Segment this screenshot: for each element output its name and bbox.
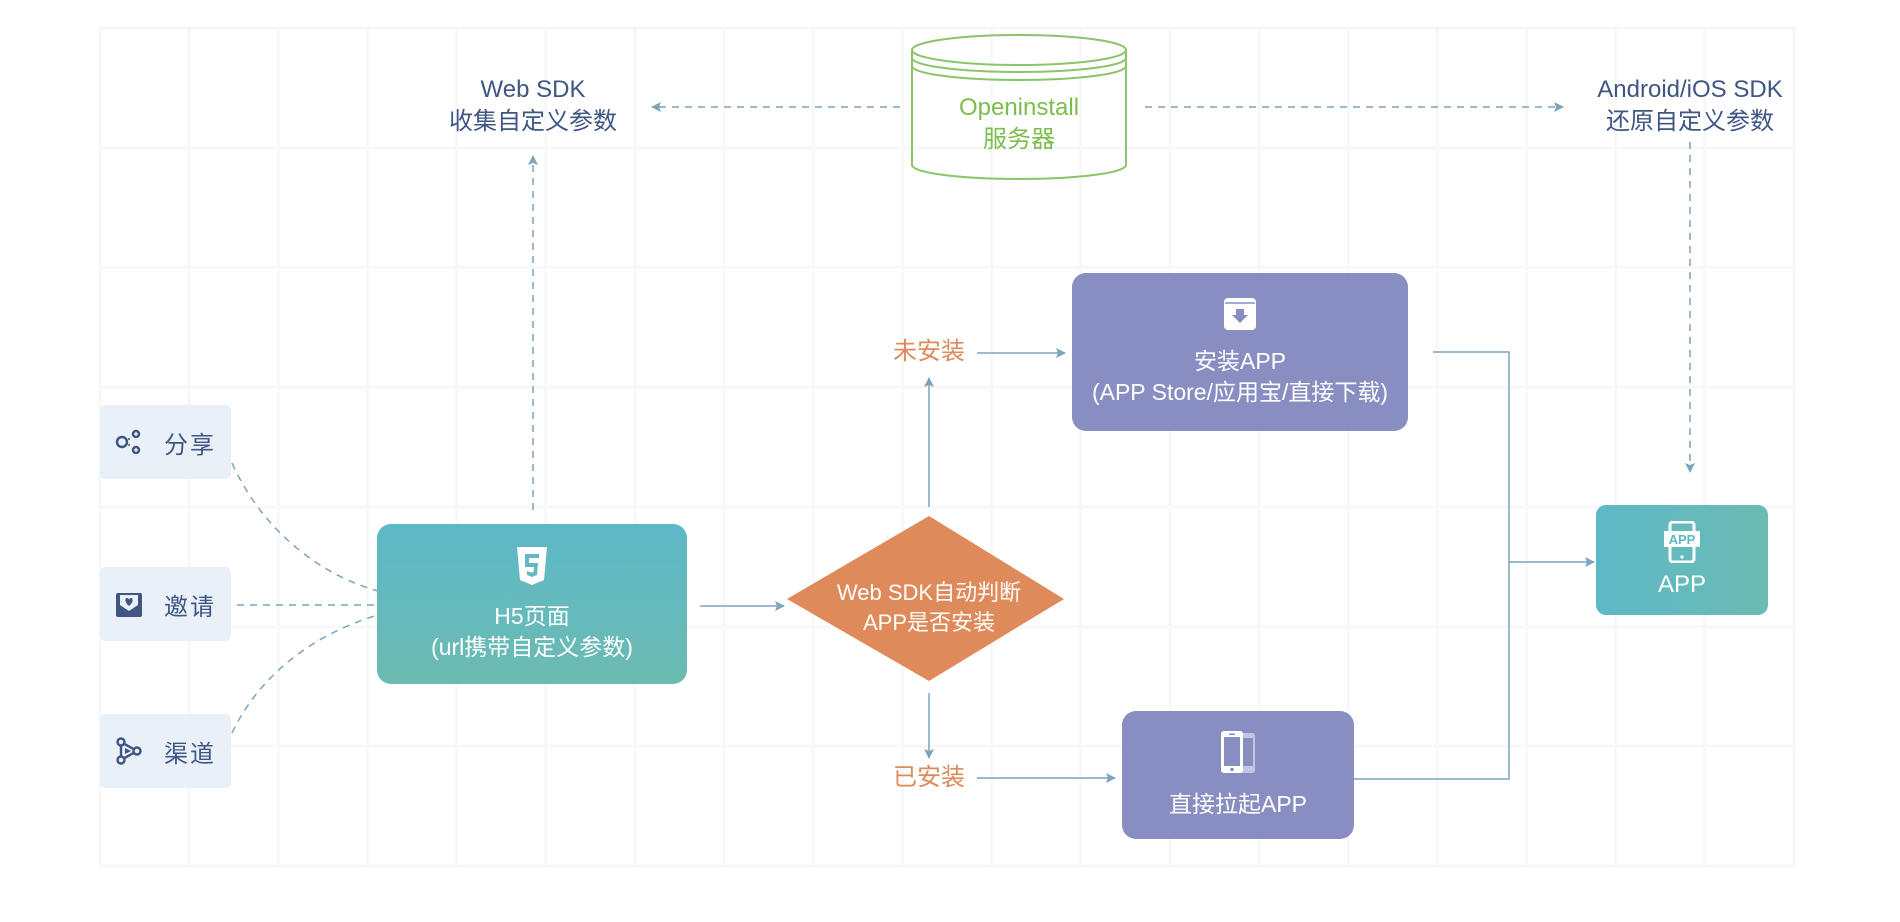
launch-app-node[interactable]: 直接拉起APP (1122, 711, 1354, 839)
source-share[interactable]: 分享 (100, 405, 231, 479)
installed-label: 已安装 (893, 764, 965, 791)
web-sdk-subtitle: 收集自定义参数 (449, 108, 617, 135)
decision-line1: Web SDK自动判断 (836, 580, 1022, 605)
native-sdk-subtitle: 还原自定义参数 (1606, 108, 1774, 135)
app-icon-text: APP (1669, 532, 1696, 547)
decision-diamond (787, 516, 1064, 681)
source-channel[interactable]: 渠道 (100, 714, 231, 788)
html5-icon (516, 546, 548, 591)
source-channel-label: 渠道 (164, 740, 216, 768)
app-tablet-icon: APP (1662, 520, 1702, 563)
decision-line2: APP是否安装 (862, 610, 996, 635)
download-box-icon (1223, 297, 1257, 336)
launch-app-title: 直接拉起APP (1168, 791, 1308, 817)
share-icon (114, 427, 144, 457)
server-label: Openinstall 服务器 (919, 92, 1119, 156)
install-app-subtitle: (APP Store/应用宝/直接下载) (1091, 378, 1389, 405)
h5-page-subtitle: (url携带自定义参数) (431, 633, 633, 660)
native-sdk-label: Android/iOS SDK 还原自定义参数 (1570, 74, 1810, 138)
server-title: Openinstall (958, 94, 1080, 121)
web-sdk-label: Web SDK 收集自定义参数 (433, 74, 633, 138)
server-subtitle: 服务器 (983, 126, 1055, 153)
h5-page-node[interactable]: H5页面 (url携带自定义参数) (377, 524, 687, 684)
h5-page-title: H5页面 (494, 602, 570, 629)
connector-share-to-h5 (231, 462, 379, 592)
install-app-title: 安装APP (1193, 347, 1287, 374)
native-sdk-title: Android/iOS SDK (1597, 76, 1783, 103)
connector-install-bracket (1353, 351, 1510, 780)
invite-envelope-icon (114, 589, 144, 619)
decision-label: Web SDK自动判断 APP是否安装 (810, 578, 1048, 638)
source-invite-label: 邀请 (164, 593, 216, 621)
source-invite[interactable]: 邀请 (100, 567, 231, 641)
database-cylinder-icon (911, 34, 1127, 180)
phones-icon (1220, 730, 1256, 779)
source-share-label: 分享 (164, 431, 216, 459)
app-label: APP (1657, 570, 1707, 598)
connector-channel-to-h5 (231, 614, 379, 734)
app-node[interactable]: APP APP (1596, 505, 1768, 615)
install-app-node[interactable]: 安装APP (APP Store/应用宝/直接下载) (1072, 273, 1408, 431)
background-grid (98, 26, 1796, 868)
not-installed-label: 未安装 (893, 338, 965, 365)
channel-icon (114, 736, 144, 766)
web-sdk-title: Web SDK (480, 76, 586, 103)
